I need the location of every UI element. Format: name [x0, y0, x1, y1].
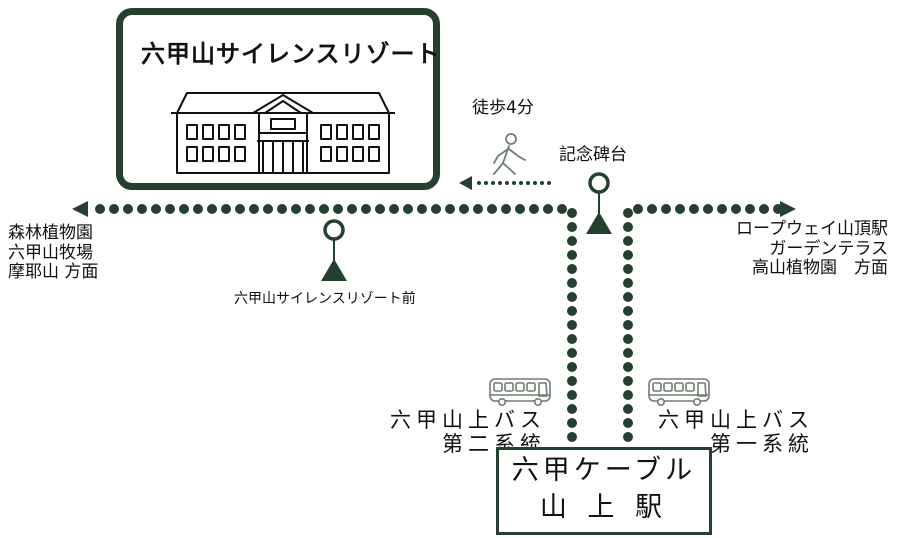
destinations-right: ロープウェイ山頂駅 ガーデンテラス 高山植物園 方面: [736, 219, 888, 279]
route-left-branch: [93, 204, 577, 442]
station-line-2: 山 上 駅: [539, 492, 669, 523]
walk-arrow-icon: [459, 176, 472, 190]
resort-building-icon: [171, 92, 395, 174]
destination-left-3: 摩耶山 方面: [8, 262, 99, 283]
bus-stop-icon-monument: [586, 172, 612, 234]
bus-line-2-label: 六甲山上バス 第二系統: [390, 408, 546, 456]
destination-right-2: ガーデンテラス: [769, 238, 888, 259]
cable-station-box: 六甲ケーブル 山 上 駅: [496, 447, 712, 535]
bus-line-1-name: 六甲山上バス: [658, 408, 814, 432]
bus-line-2-name: 六甲山上バス: [390, 408, 546, 432]
route-arrow-right: [780, 201, 796, 217]
bus-line-1-number: 第一系統: [710, 432, 814, 457]
station-line-1: 六甲ケーブル: [511, 455, 697, 486]
walking-person-icon: [493, 133, 526, 175]
destination-left-1: 森林植物園: [8, 223, 93, 243]
route-arrow-left: [72, 201, 88, 217]
bus-stop-icon-resort: [321, 219, 347, 281]
destination-left-2: 六甲山牧場: [8, 242, 93, 263]
resort-box: 六甲山サイレンスリゾート: [116, 8, 440, 190]
resort-title: 六甲山サイレンスリゾート: [141, 40, 441, 68]
bus-line-1-label: 六甲山上バス 第一系統: [658, 408, 814, 456]
stop-label-resort-front: 六甲山サイレンスリゾート前: [234, 291, 416, 307]
destination-right-1: ロープウェイ山頂駅: [736, 219, 888, 239]
route-right-branch: [623, 204, 789, 442]
destination-right-3: 高山植物園 方面: [752, 258, 888, 279]
walk-time-label: 徒歩4分: [472, 98, 534, 118]
destinations-left: 森林植物園 六甲山牧場 摩耶山 方面: [8, 223, 99, 283]
stop-label-monument: 記念碑台: [559, 145, 627, 165]
bus-icon-line1: [648, 378, 710, 406]
bus-icon-line2: [489, 378, 551, 406]
